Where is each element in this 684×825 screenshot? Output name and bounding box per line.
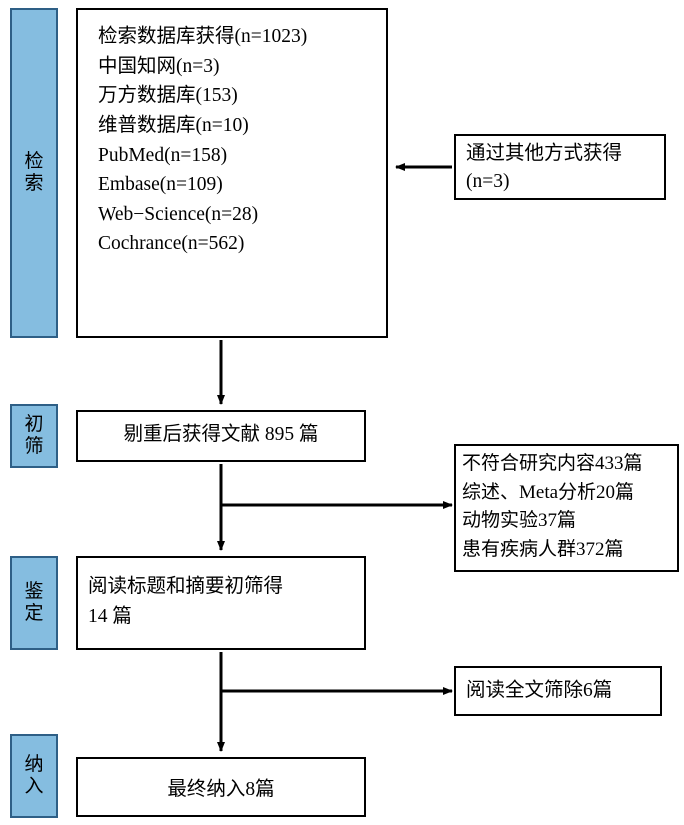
other-sources-line-1: 通过其他方式获得 [466,143,623,164]
dedup-line-1: 剔重后获得文献 895 篇 [123,424,319,445]
stage-label-screening-text: 初筛 [24,413,44,457]
other-sources-text: 通过其他方式获得 (n=3) [466,140,666,197]
exclusion-second-box [454,666,662,716]
exclusion-first-line-3: 动物实验37篇 [462,510,577,531]
exclusion-first-box [454,444,679,572]
dedup-text: 剔重后获得文献 895 篇 [76,420,366,450]
exclusion-first-line-4: 患有疾病人群372篇 [462,538,624,560]
search-line-8: Cochrance(n=562) [98,233,245,255]
search-results-box [76,8,388,338]
stage-label-appraisal: 鉴定 [10,556,58,650]
final-line-1: 最终纳入8篇 [167,779,275,800]
exclusion-second-line-1: 阅读全文筛除6篇 [466,680,613,701]
exclusion-second-text: 阅读全文筛除6篇 [466,676,666,706]
stage-label-screening: 初筛 [10,404,58,468]
exclusion-first-line-1: 不符合研究内容433篇 [462,453,643,474]
final-included-box [76,757,366,817]
title-abstract-line-1: 阅读标题和摘要初筛得 [88,576,284,597]
stage-label-search: 检索 [10,8,58,338]
search-line-2: 中国知网(n=3) [98,55,220,77]
search-results-text: 检索数据库获得(n=1023) 中国知网(n=3) 万方数据库(153) 维普数… [98,22,388,259]
exclusion-first-line-2: 综述、Meta分析20篇 [462,481,635,503]
search-line-4: 维普数据库(n=10) [98,114,249,136]
stage-label-search-text: 检索 [24,150,44,194]
stage-label-inclusion-text: 纳入 [24,753,44,797]
stage-label-inclusion: 纳入 [10,734,58,818]
stage-label-appraisal-text: 鉴定 [24,580,44,624]
search-line-7: Web−Science(n=28) [98,203,259,225]
title-abstract-screening-text: 阅读标题和摘要初筛得 14 篇 [88,572,358,632]
dedup-box [76,410,366,462]
search-line-1: 检索数据库获得(n=1023) [98,26,308,47]
search-line-5: PubMed(n=158) [98,144,228,166]
search-line-3: 万方数据库(153) [98,85,238,107]
title-abstract-line-2: 14 篇 [88,606,132,628]
exclusion-first-text: 不符合研究内容433篇 综述、Meta分析20篇 动物实验37篇 患有疾病人群3… [462,450,682,564]
other-sources-box [454,134,666,200]
other-sources-line-2: (n=3) [466,171,510,193]
final-included-text: 最终纳入8篇 [76,775,366,805]
title-abstract-screening-box [76,556,366,650]
search-line-6: Embase(n=109) [98,174,223,196]
